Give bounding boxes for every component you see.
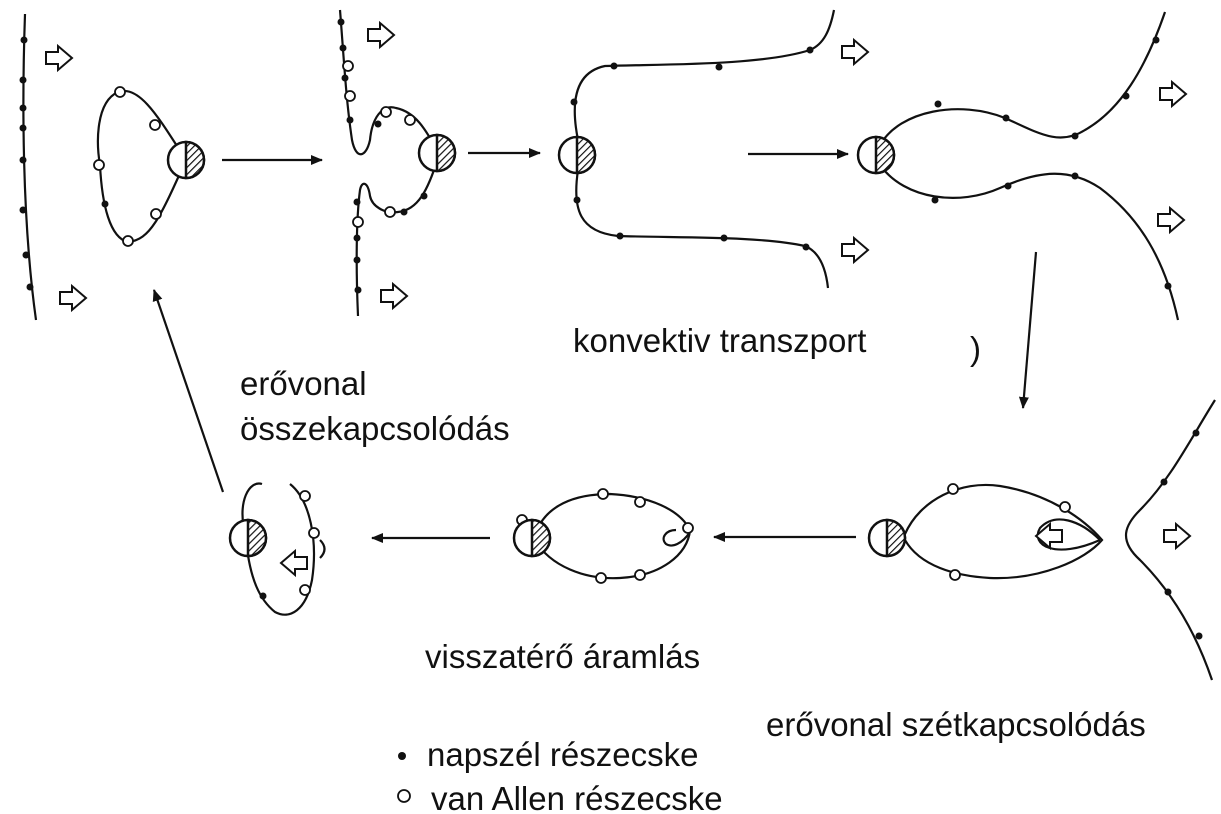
legend: napszél részecske van Allen részecske [397, 736, 723, 814]
earth-icon [512, 518, 552, 558]
label-disconnection: erővonal szétkapcsolódás [766, 706, 1146, 743]
dipole-field-line [244, 483, 315, 616]
solar-wind-arrow-icon [1163, 523, 1191, 549]
earth-icon [557, 135, 597, 175]
stage-dipolarization [228, 482, 326, 616]
solar-wind-particles [337, 18, 428, 294]
solar-wind-arrow-icon [1159, 81, 1187, 107]
closed-field-line [903, 483, 1104, 580]
tail-field-line-lower [879, 164, 1180, 321]
small-arc [319, 539, 326, 559]
legend-van-allen-label: van Allen részecske [431, 780, 723, 814]
solar-wind-arrow-icon [841, 237, 869, 263]
stage-dayside-reconnection [337, 9, 457, 317]
stage-arrow-icon [152, 289, 225, 493]
stray-mark: ) [970, 330, 981, 367]
return-flow-arrow-icon [280, 550, 308, 576]
earth-icon [856, 135, 896, 175]
van-allen-particles [299, 490, 320, 596]
solar-wind-arrow-icon [380, 283, 408, 309]
stage-return-flow: visszatérő áramlás [425, 488, 700, 675]
solar-wind-particles [931, 36, 1172, 290]
solar-wind-particles [1160, 429, 1203, 640]
stage-closed-magnetosphere [19, 13, 206, 321]
open-field-line-upper [573, 9, 836, 141]
earth-icon [228, 518, 268, 558]
plasmoid-stub [662, 528, 691, 547]
interplanetary-field-line-lower [355, 157, 440, 317]
legend-solar-wind-marker [398, 752, 406, 760]
solar-wind-arrow-icon [59, 285, 87, 311]
earth-icon [166, 140, 206, 180]
solar-wind-arrow-icon [1157, 207, 1185, 233]
stage-convective-transport: konvektiv transzport ) [557, 9, 981, 367]
interplanetary-field-line [22, 13, 38, 321]
tail-field-line-upper [879, 11, 1167, 146]
solar-wind-particles [19, 36, 34, 291]
legend-solar-wind-label: napszél részecske [427, 736, 698, 773]
stage-disconnection [867, 399, 1216, 681]
label-return-flow: visszatérő áramlás [425, 638, 700, 675]
closed-field-line [533, 492, 692, 580]
plasmoid-loop [1036, 518, 1101, 551]
earth-icon [867, 518, 907, 558]
earth-icon [417, 133, 457, 173]
label-reconnection-line1: erővonal [240, 365, 367, 402]
van-allen-particles [342, 60, 416, 228]
label-reconnection-line2: összekapcsolódás [240, 410, 510, 447]
disconnected-field-line [1124, 399, 1216, 681]
stage-stretched-tail [856, 11, 1187, 321]
legend-van-allen-marker [397, 789, 411, 803]
label-convective-transport: konvektiv transzport [573, 322, 866, 359]
open-field-line-lower [575, 169, 830, 289]
solar-wind-arrow-icon [367, 22, 395, 48]
van-allen-particles [93, 86, 162, 247]
stage-arrow-icon [1018, 251, 1038, 409]
solar-wind-arrow-icon [45, 45, 73, 71]
solar-wind-particles [570, 46, 814, 251]
van-allen-particles [947, 483, 1071, 581]
solar-wind-arrow-icon [841, 39, 869, 65]
